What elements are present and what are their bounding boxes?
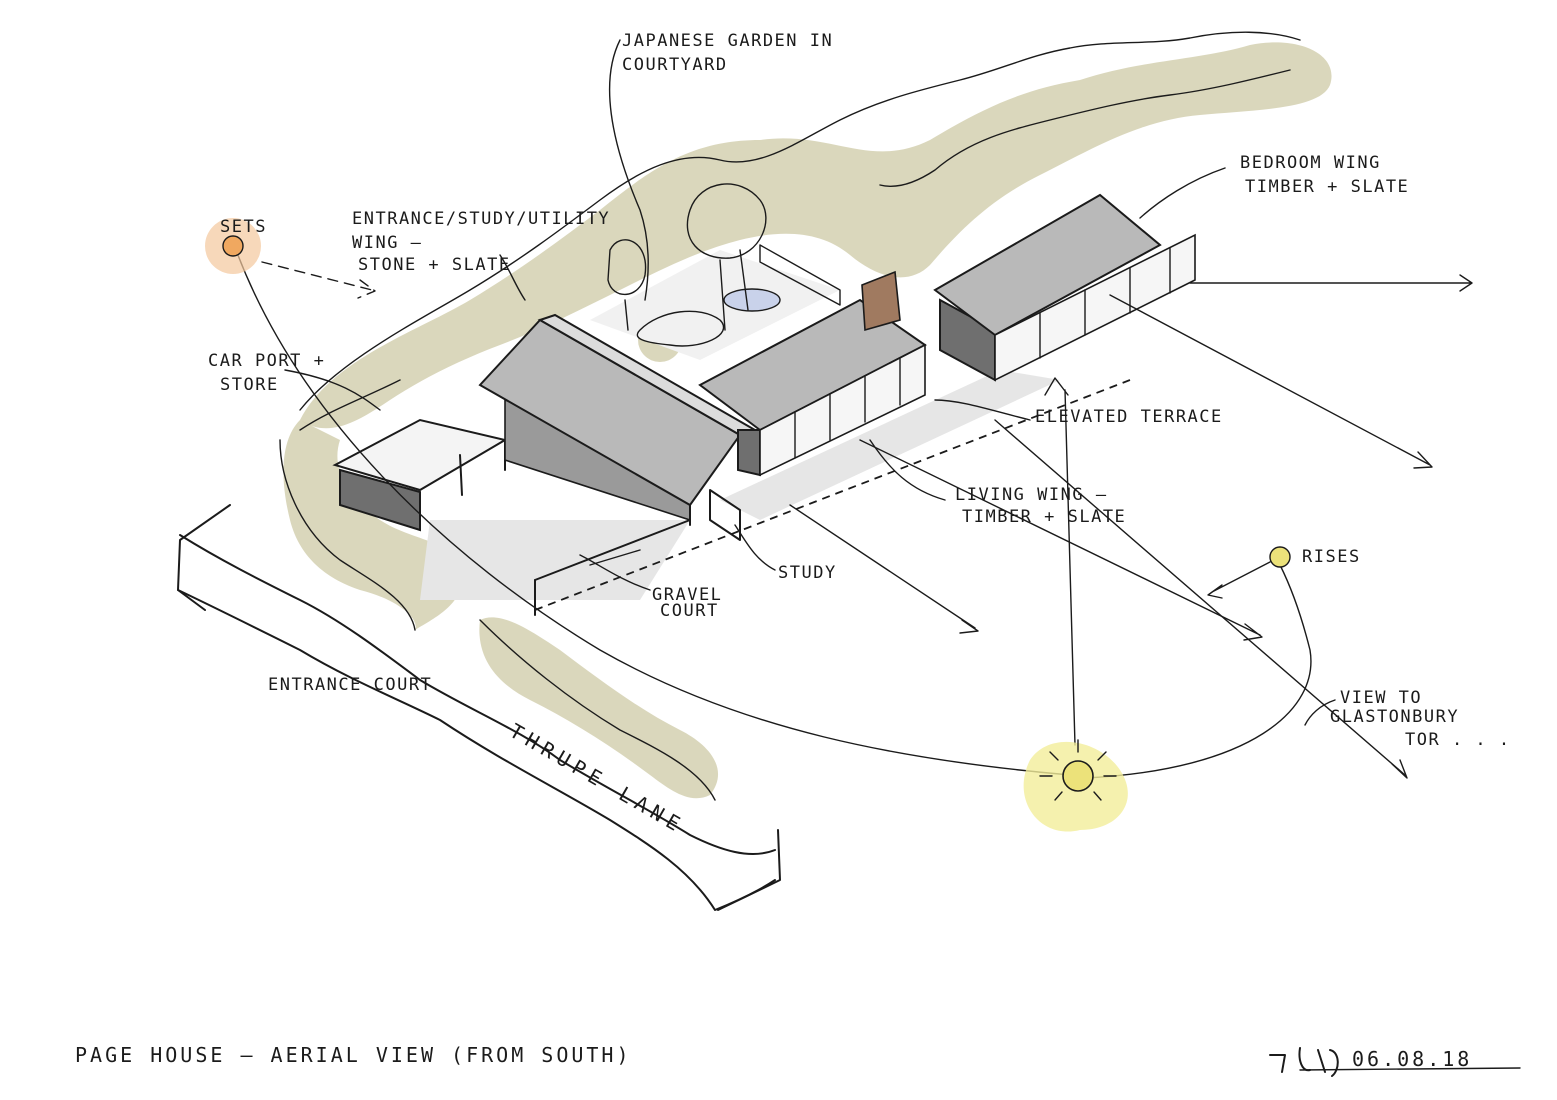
leader-view bbox=[1304, 699, 1336, 726]
signature-date: 06.08.18 bbox=[1352, 1047, 1472, 1071]
terrace-ground bbox=[720, 370, 1060, 520]
view-arrow-tor bbox=[994, 419, 1408, 779]
signature-mark bbox=[1269, 1047, 1339, 1077]
view-arrow-east bbox=[1189, 274, 1473, 292]
label-gravel-court-1: GRAVEL bbox=[652, 585, 722, 605]
label-bedroom-wing-1: BEDROOM WING bbox=[1240, 153, 1381, 173]
lane-hedge-wash bbox=[479, 617, 719, 799]
garden-rock bbox=[636, 310, 725, 347]
lane-lower-edge bbox=[177, 589, 776, 911]
label-living-wing-2: TIMBER + SLATE bbox=[962, 507, 1126, 527]
bedroom-wing-roof bbox=[933, 193, 1162, 337]
label-gravel-court-2: COURT bbox=[660, 601, 719, 621]
sunrise-sun-icon bbox=[1269, 546, 1291, 568]
label-sun-rises: RISES bbox=[1302, 547, 1361, 567]
leader-study bbox=[734, 524, 776, 571]
leader-terrace bbox=[934, 399, 1031, 421]
label-elevated-terrace: ELEVATED TERRACE bbox=[1035, 407, 1223, 427]
study-block bbox=[709, 489, 741, 541]
label-carport-2: STORE bbox=[220, 375, 279, 395]
leader-carport bbox=[284, 369, 381, 411]
garden-tree-small bbox=[607, 239, 647, 296]
bedroom-wing bbox=[933, 193, 1196, 382]
leader-entrance-wing bbox=[499, 254, 526, 301]
sun-path bbox=[235, 249, 1312, 779]
site-ground bbox=[420, 250, 1060, 600]
west-hedge-wash bbox=[283, 420, 462, 630]
label-study: STUDY bbox=[778, 563, 837, 583]
terrace-edges bbox=[534, 379, 1131, 616]
label-view-1: VIEW TO bbox=[1340, 688, 1422, 708]
japanese-garden bbox=[607, 183, 841, 347]
sun-symbols bbox=[205, 218, 1291, 832]
sunrise-arrow bbox=[1207, 561, 1271, 599]
label-entrance-wing-3: STONE + SLATE bbox=[358, 255, 511, 275]
sun-rays bbox=[1039, 739, 1117, 801]
leader-lines bbox=[284, 39, 1336, 726]
leader-garden bbox=[608, 39, 649, 301]
label-view-2: GLASTONBURY bbox=[1330, 707, 1459, 727]
label-sun-sets: SETS bbox=[220, 217, 267, 237]
carport-store-wall bbox=[339, 468, 421, 532]
lane-arrowhead-east bbox=[717, 829, 781, 911]
label-view-3: TOR . . . bbox=[1405, 730, 1511, 750]
label-carport-1: CAR PORT + bbox=[208, 351, 325, 371]
label-bedroom-wing-2: TIMBER + SLATE bbox=[1245, 177, 1409, 197]
living-wing bbox=[698, 270, 927, 477]
drawing-caption: PAGE HOUSE – AERIAL VIEW (FROM SOUTH) bbox=[75, 1043, 632, 1067]
sun-zenith-arrow bbox=[1044, 377, 1076, 746]
tree-trunks bbox=[624, 249, 749, 331]
view-arrow-southeast bbox=[1109, 294, 1433, 469]
label-entrance-wing-2: WING – bbox=[352, 233, 422, 253]
label-japanese-garden-1: JAPANESE GARDEN IN bbox=[622, 31, 833, 51]
bedroom-wing-glazing bbox=[994, 233, 1196, 382]
courtyard-ground bbox=[590, 250, 840, 360]
lane-arrowhead-west bbox=[177, 504, 231, 611]
gravel-court-ground bbox=[420, 520, 690, 600]
sunset-dashed-arrow bbox=[261, 261, 376, 299]
noon-sun-icon bbox=[1062, 760, 1094, 792]
sunset-sun-icon bbox=[222, 235, 244, 257]
garden-tree bbox=[686, 183, 767, 259]
living-wing-glazing bbox=[759, 343, 926, 477]
view-arrow-living bbox=[859, 439, 1263, 641]
label-japanese-garden-2: COURTYARD bbox=[622, 55, 728, 75]
label-entrance-wing-1: ENTRANCE/STUDY/UTILITY bbox=[352, 209, 610, 229]
chimney bbox=[861, 270, 901, 332]
leader-gravel bbox=[579, 554, 651, 591]
living-wing-mullions bbox=[794, 357, 901, 459]
sun-path-east bbox=[1084, 564, 1312, 779]
garden-pond bbox=[723, 288, 781, 312]
courtyard-wall bbox=[759, 244, 841, 306]
sun-path-west bbox=[235, 249, 1071, 776]
view-arrows bbox=[261, 261, 1473, 779]
label-entrance-court: ENTRANCE COURT bbox=[268, 675, 432, 695]
thrupe-lane bbox=[177, 504, 781, 911]
lane-upper-edge bbox=[179, 534, 776, 856]
view-arrow-south bbox=[789, 504, 979, 634]
annotations: JAPANESE GARDEN IN COURTYARD ENTRANCE/ST… bbox=[75, 31, 1511, 1077]
north-hedge-wash bbox=[300, 42, 1332, 429]
living-wing-end-wall bbox=[737, 429, 761, 477]
hedge-outlines bbox=[279, 31, 1301, 801]
leader-living bbox=[869, 439, 946, 501]
leader-bedroom-wing bbox=[1139, 167, 1226, 219]
label-living-wing-1: LIVING WING – bbox=[955, 485, 1108, 505]
